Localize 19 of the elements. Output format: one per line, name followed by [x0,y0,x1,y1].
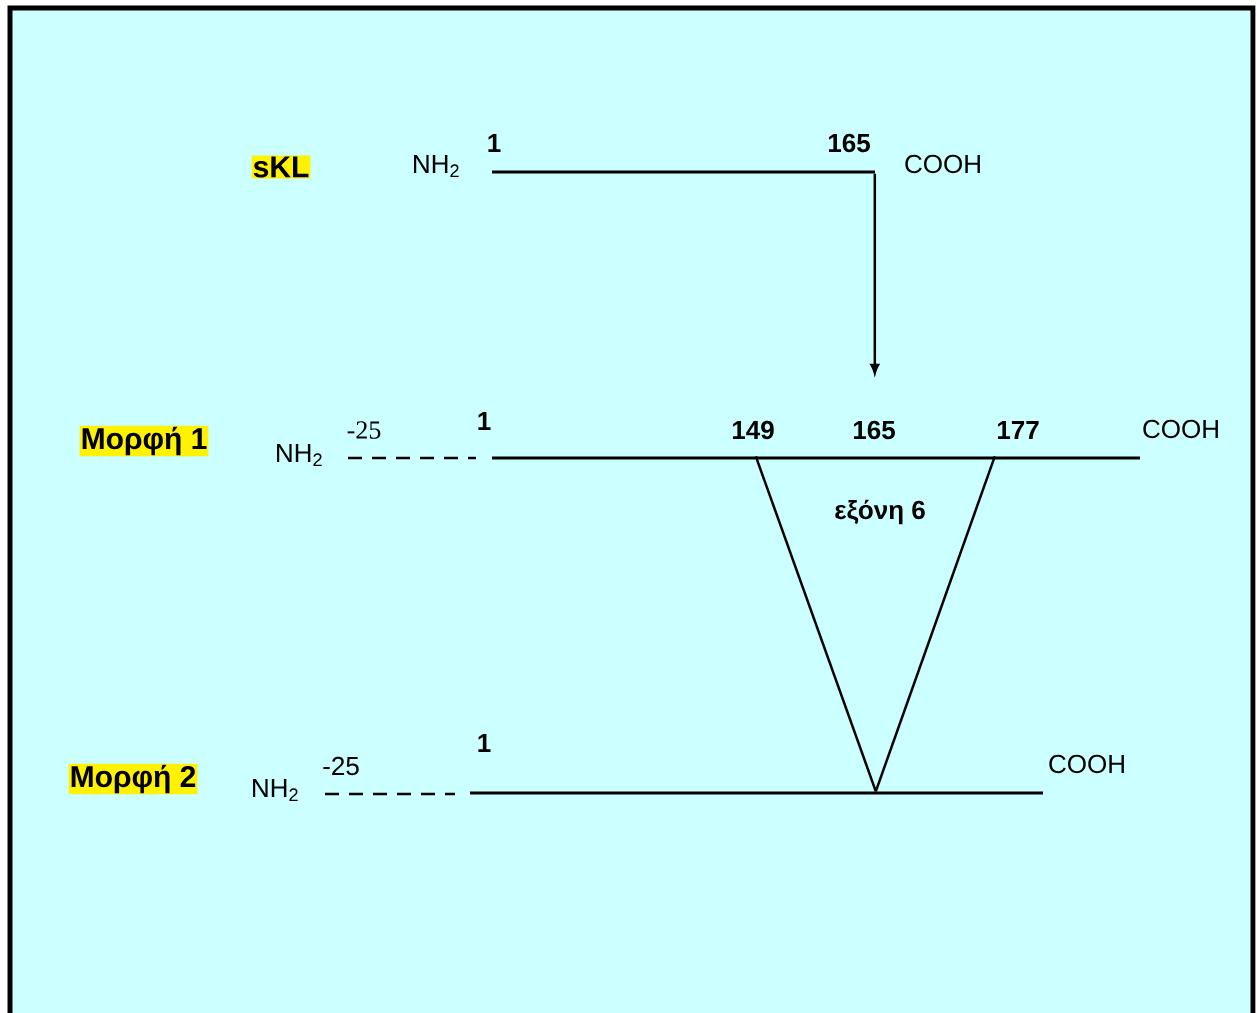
chain-end-label: NH$_{2}$ [277,444,322,466]
residue-number: 149 [732,420,774,440]
residue-number: 165 [828,133,870,153]
protein-chain-line [492,456,1140,460]
residue-number: 1 [478,412,491,430]
protein-chain-line [492,170,875,174]
residue-number: 177 [997,421,1039,439]
form-label: Μορφή 2 [68,763,198,795]
residue-number: -25 [347,421,381,439]
residue-number: -25 [323,756,359,776]
connector-line [874,455,996,792]
chain-end-label: NH$_{2}$ [253,779,298,802]
chain-end-label: COOH [905,154,980,174]
residue-number: 1 [488,134,501,152]
exon-label: εξόνη 6 [835,499,925,525]
form-label: Μορφή 1 [79,425,209,457]
protein-chain-line [470,791,1043,795]
connector-line [754,455,877,792]
residue-number: 1 [478,734,491,752]
